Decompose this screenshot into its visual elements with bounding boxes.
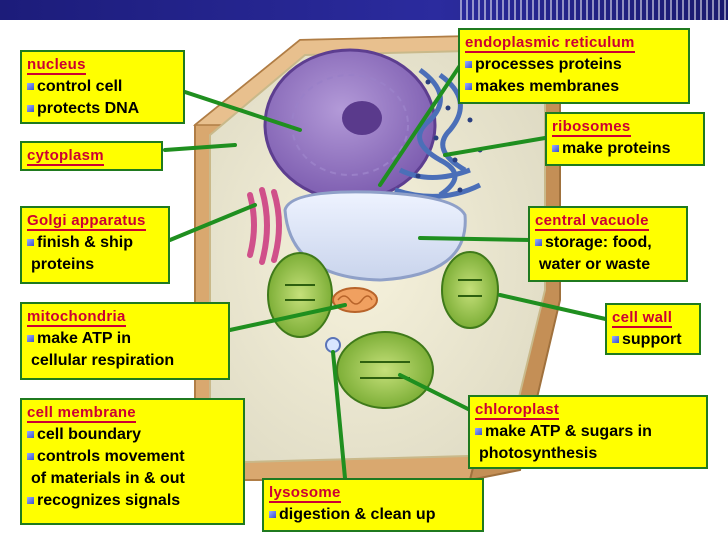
ribosomes-label-box: ribosomes make proteins [545, 112, 705, 166]
bullet-icon [475, 428, 482, 435]
vacuole-label-box: central vacuole storage: food, water or … [528, 206, 688, 282]
er-item-2-text: makes membranes [475, 78, 620, 95]
cytoplasm-title: cytoplasm [27, 147, 104, 166]
ribosomes-title: ribosomes [552, 118, 631, 137]
membrane-item-1: cell boundary [27, 424, 238, 446]
membrane-title: cell membrane [27, 404, 136, 423]
top-bar [0, 0, 728, 20]
mitochondrion-shape [332, 287, 378, 313]
bullet-icon [552, 145, 559, 152]
ribosome-dots [415, 79, 483, 193]
membrane-item-2-text: controls movement [37, 448, 185, 465]
bullet-icon [27, 497, 34, 504]
golgi-item-1-text: finish & ship [37, 234, 133, 251]
vacuole-title: central vacuole [535, 212, 649, 231]
golgi-label-box: Golgi apparatus finish & ship proteins [20, 206, 170, 284]
bullet-icon [27, 105, 34, 112]
er-item-1: processes proteins [465, 54, 683, 76]
ribosomes-item-1-text: make proteins [562, 140, 671, 157]
cellwall-label-box: cell wall support [605, 303, 701, 355]
cellwall-title: cell wall [612, 309, 673, 328]
nucleus-item-1-text: control cell [37, 78, 123, 95]
membrane-item-1-text: cell boundary [37, 426, 142, 443]
chloroplast-item-1: make ATP & sugars in [475, 421, 701, 443]
membrane-item-3: recognizes signals [27, 490, 238, 512]
chloroplast-item-1-cont: photosynthesis [479, 445, 598, 462]
nucleus-shape [263, 48, 437, 202]
membrane-item-2-cont: of materials in & out [31, 470, 185, 487]
er-shape [394, 67, 482, 199]
vacuole-item-1-cont: water or waste [539, 256, 651, 273]
er-label-box: endoplasmic reticulum processes proteins… [458, 28, 690, 104]
nucleus-item-2-text: protects DNA [37, 100, 140, 117]
bullet-icon [269, 511, 276, 518]
golgi-shape [247, 187, 282, 265]
cellwall-item-1: support [612, 329, 694, 351]
mitochondria-item-1-cont: cellular respiration [31, 352, 175, 369]
chloroplast-item-1-text: make ATP & sugars in [485, 423, 652, 440]
golgi-item-1: finish & ship [27, 232, 163, 254]
mitochondria-item-1: make ATP in [27, 328, 223, 350]
bullet-icon [27, 431, 34, 438]
vacuole-item-1: storage: food, [535, 232, 681, 254]
membrane-item-2: controls movement [27, 446, 238, 468]
chloroplast-label-box: chloroplast make ATP & sugars in photosy… [468, 395, 708, 469]
bullet-icon [27, 335, 34, 342]
bullet-icon [465, 61, 472, 68]
golgi-item-1-cont: proteins [31, 256, 95, 273]
nucleus-item-2: protects DNA [27, 98, 178, 120]
lysosome-item-1: digestion & clean up [269, 504, 477, 526]
nucleus-label-box: nucleus control cell protects DNA [20, 50, 185, 124]
chloroplast-title: chloroplast [475, 401, 560, 420]
vacuole-item-1-text: storage: food, [545, 234, 652, 251]
mitochondria-title: mitochondria [27, 308, 126, 327]
er-item-2: makes membranes [465, 76, 683, 98]
er-title: endoplasmic reticulum [465, 34, 635, 53]
bullet-icon [27, 239, 34, 246]
cytoplasm-label-box: cytoplasm [20, 141, 163, 171]
bullet-icon [465, 83, 472, 90]
top-bar-stripes [460, 0, 728, 20]
leader-lines [163, 53, 612, 480]
bullet-icon [27, 83, 34, 90]
cellwall-item-1-text: support [622, 331, 682, 348]
ribosomes-item-1: make proteins [552, 138, 698, 160]
membrane-label-box: cell membrane cell boundary controls mov… [20, 398, 245, 525]
bullet-icon [27, 453, 34, 460]
lysosome-label-box: lysosome digestion & clean up [262, 478, 484, 532]
lysosome-shape [325, 337, 341, 353]
er-item-1-text: processes proteins [475, 56, 622, 73]
lysosome-item-1-text: digestion & clean up [279, 506, 436, 523]
bullet-icon [535, 239, 542, 246]
chloroplast-shapes [267, 251, 499, 409]
membrane-item-3-text: recognizes signals [37, 492, 181, 509]
nucleus-title: nucleus [27, 56, 86, 75]
mitochondria-item-1-text: make ATP in [37, 330, 131, 347]
golgi-title: Golgi apparatus [27, 212, 146, 231]
nucleus-item-1: control cell [27, 76, 178, 98]
bullet-icon [612, 336, 619, 343]
mitochondria-label-box: mitochondria make ATP in cellular respir… [20, 302, 230, 380]
lysosome-title: lysosome [269, 484, 341, 503]
